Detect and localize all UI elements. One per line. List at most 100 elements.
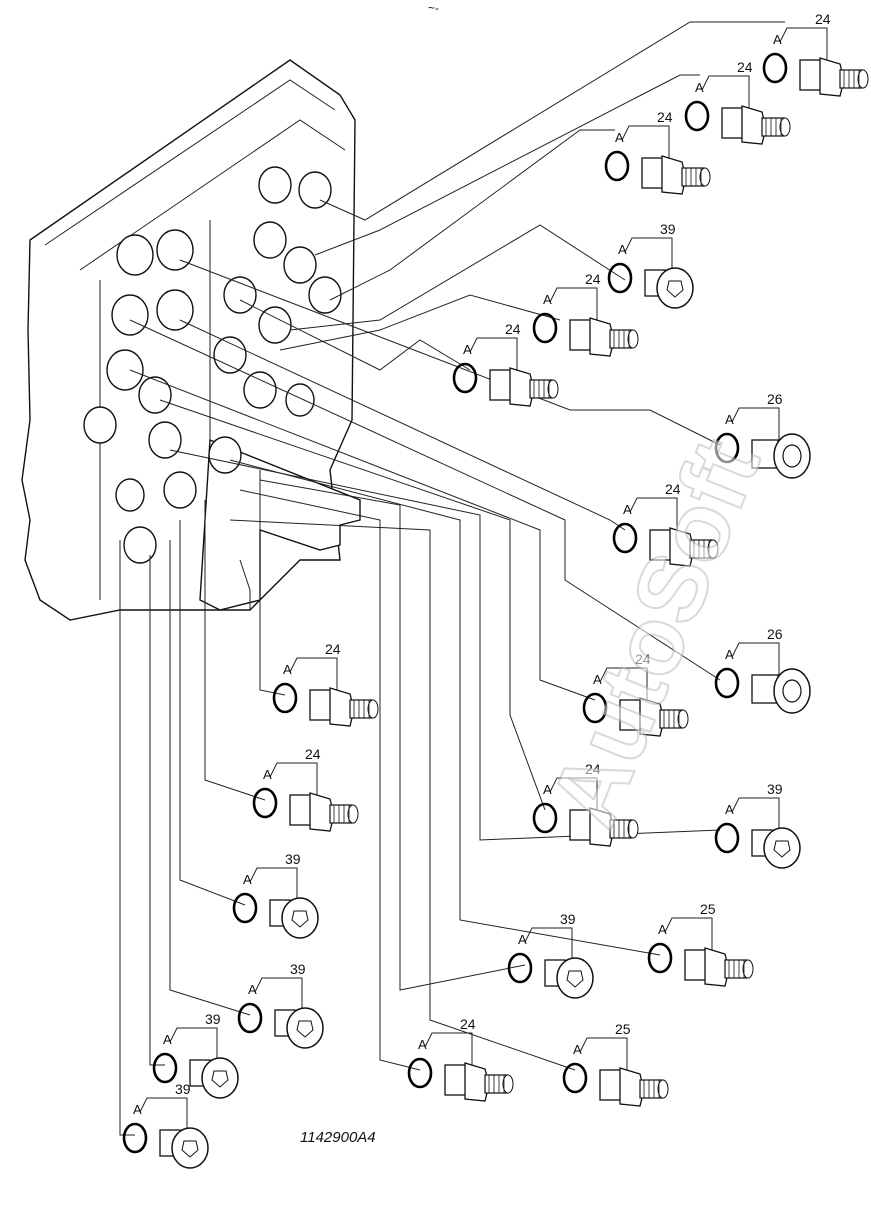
callout-fitting: A 24 — [252, 746, 359, 832]
o-ring-icon — [532, 802, 558, 834]
callout-plug: A39 — [714, 781, 801, 869]
oring-label: A — [725, 802, 734, 817]
o-ring-icon — [582, 692, 608, 724]
o-ring-icon — [714, 432, 740, 464]
oring-label: A — [163, 1032, 172, 1047]
callout-fitting: A 25 — [647, 901, 754, 987]
part-ref-number: 24 — [657, 109, 673, 125]
fitting-icon — [619, 697, 689, 737]
part-ref-number: 39 — [560, 911, 576, 927]
part-ref-number: 24 — [665, 481, 681, 497]
callout-fitting: A 24 — [532, 271, 639, 357]
o-ring-icon — [272, 682, 298, 714]
o-ring-icon — [604, 150, 630, 182]
plug-icon — [189, 1057, 239, 1099]
fitting-icon — [641, 155, 711, 195]
fitting-icon — [599, 1067, 669, 1107]
callout-fitting: A25 — [562, 1021, 669, 1107]
oring-label: A — [243, 872, 252, 887]
oring-label: A — [518, 932, 527, 947]
oring-label: A — [623, 502, 632, 517]
top-mark: ~- — [428, 1, 439, 15]
fitting-icon — [569, 317, 639, 357]
oring-label: A — [615, 130, 624, 145]
o-ring-icon — [647, 942, 673, 974]
part-ref-number: 26 — [767, 391, 783, 407]
o-ring-icon — [252, 787, 278, 819]
drawing-number: 1142900A4 — [300, 1129, 376, 1146]
adapter-icon — [751, 433, 811, 479]
callout-plug: A 39 — [607, 221, 694, 309]
oring-label: A — [725, 647, 734, 662]
part-ref-number: 39 — [290, 961, 306, 977]
callout-adapter: A 26 — [714, 391, 811, 479]
part-ref-number: 39 — [660, 221, 676, 237]
callout-fitting: A 24 — [407, 1016, 514, 1102]
callout-plug: A 39 — [237, 961, 324, 1049]
part-ref-number: 24 — [585, 271, 601, 287]
o-ring-icon — [714, 667, 740, 699]
callout-fitting: A 24 — [684, 59, 791, 145]
o-ring-icon — [532, 312, 558, 344]
o-ring-icon — [452, 362, 478, 394]
fitting-icon — [444, 1062, 514, 1102]
o-ring-icon — [152, 1052, 178, 1084]
plug-icon — [544, 957, 594, 999]
fitting-icon — [684, 947, 754, 987]
adapter-icon — [751, 668, 811, 714]
fitting-icon — [309, 687, 379, 727]
fitting-icon — [569, 807, 639, 847]
callout-fitting: A 24 — [612, 481, 719, 567]
part-ref-number: 24 — [325, 641, 341, 657]
leader-lines — [119, 21, 785, 1136]
fitting-icon — [489, 367, 559, 407]
callout-plug: A 39 — [122, 1081, 209, 1169]
oring-label: A — [573, 1042, 582, 1057]
part-ref-number: 24 — [737, 59, 753, 75]
oring-label: A — [543, 292, 552, 307]
valve-body — [21, 59, 361, 621]
part-ref-number: 25 — [700, 901, 716, 917]
fitting-icon — [649, 527, 719, 567]
oring-label: A — [283, 662, 292, 677]
part-ref-number: 26 — [767, 626, 783, 642]
callout-fitting: A24 — [452, 321, 559, 407]
o-ring-icon — [714, 822, 740, 854]
oring-label: A — [133, 1102, 142, 1117]
oring-label: A — [695, 80, 704, 95]
part-ref-number: 24 — [815, 11, 831, 27]
plug-icon — [269, 897, 319, 939]
callout-fitting: A 24 — [272, 641, 379, 727]
o-ring-icon — [122, 1122, 148, 1154]
callout-fitting: A 24 — [604, 109, 711, 195]
part-ref-number: 39 — [285, 851, 301, 867]
part-ref-number: 24 — [635, 651, 651, 667]
plug-icon — [751, 827, 801, 869]
o-ring-icon — [407, 1057, 433, 1089]
part-ref-number: 24 — [305, 746, 321, 762]
watermark: AutoSoft — [530, 425, 781, 841]
oring-label: A — [418, 1037, 427, 1052]
oring-label: A — [263, 767, 272, 782]
oring-label: A — [725, 412, 734, 427]
o-ring-icon — [607, 262, 633, 294]
oring-label: A — [658, 922, 667, 937]
oring-label: A — [248, 982, 257, 997]
plug-icon — [274, 1007, 324, 1049]
o-ring-icon — [762, 52, 788, 84]
oring-label: A — [773, 32, 782, 47]
callout-plug: A 39 — [507, 911, 594, 999]
plug-icon — [159, 1127, 209, 1169]
o-ring-icon — [237, 1002, 263, 1034]
o-ring-icon — [562, 1062, 588, 1094]
fitting-icon — [799, 57, 869, 97]
oring-label: A — [543, 782, 552, 797]
oring-label: A — [618, 242, 627, 257]
part-ref-number: 39 — [205, 1011, 221, 1027]
part-ref-number: 24 — [460, 1016, 476, 1032]
part-ref-number: 39 — [175, 1081, 191, 1097]
part-ref-number: 24 — [585, 761, 601, 777]
o-ring-icon — [612, 522, 638, 554]
o-ring-icon — [507, 952, 533, 984]
